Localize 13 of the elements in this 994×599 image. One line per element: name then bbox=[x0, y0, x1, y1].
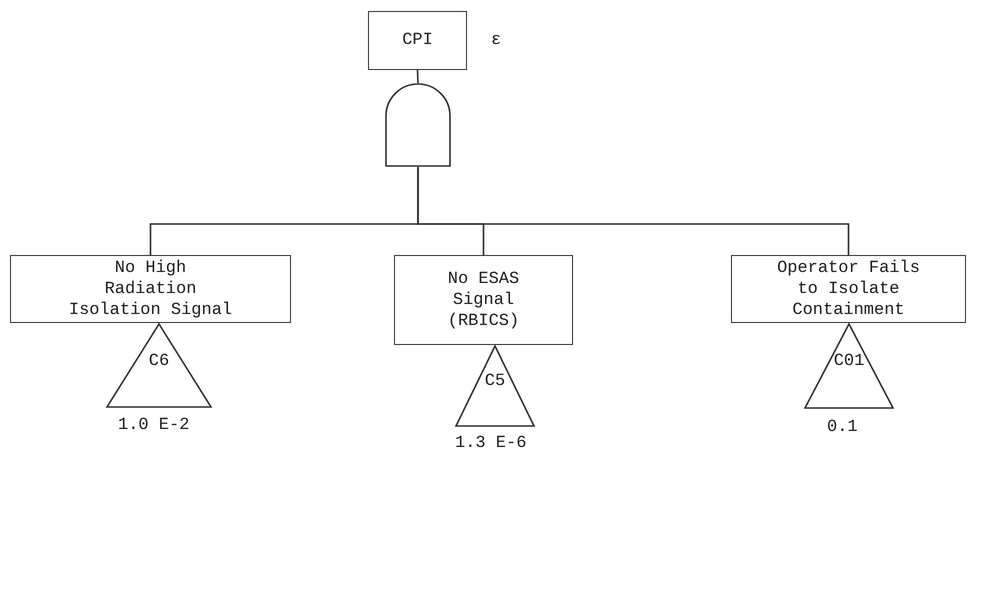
probability-value: 0.1 bbox=[827, 417, 858, 438]
note-symbol: ε bbox=[491, 30, 502, 51]
connector-line bbox=[416, 70, 419, 84]
event-label: No ESAS Signal (RBICS) bbox=[446, 268, 520, 332]
transfer-id: C6 bbox=[148, 351, 170, 372]
transfer-id: C01 bbox=[834, 351, 864, 372]
transfer-id: C5 bbox=[484, 371, 506, 392]
event-label: No High Radiation Isolation Signal bbox=[68, 258, 234, 320]
event-label: Operator Fails to Isolate Containment bbox=[776, 258, 921, 320]
event-label: CPI bbox=[402, 30, 433, 51]
probability-value: 1.3 E-6 bbox=[455, 433, 526, 454]
probability-value: 1.0 E-2 bbox=[118, 415, 190, 436]
connector-line bbox=[417, 167, 850, 255]
